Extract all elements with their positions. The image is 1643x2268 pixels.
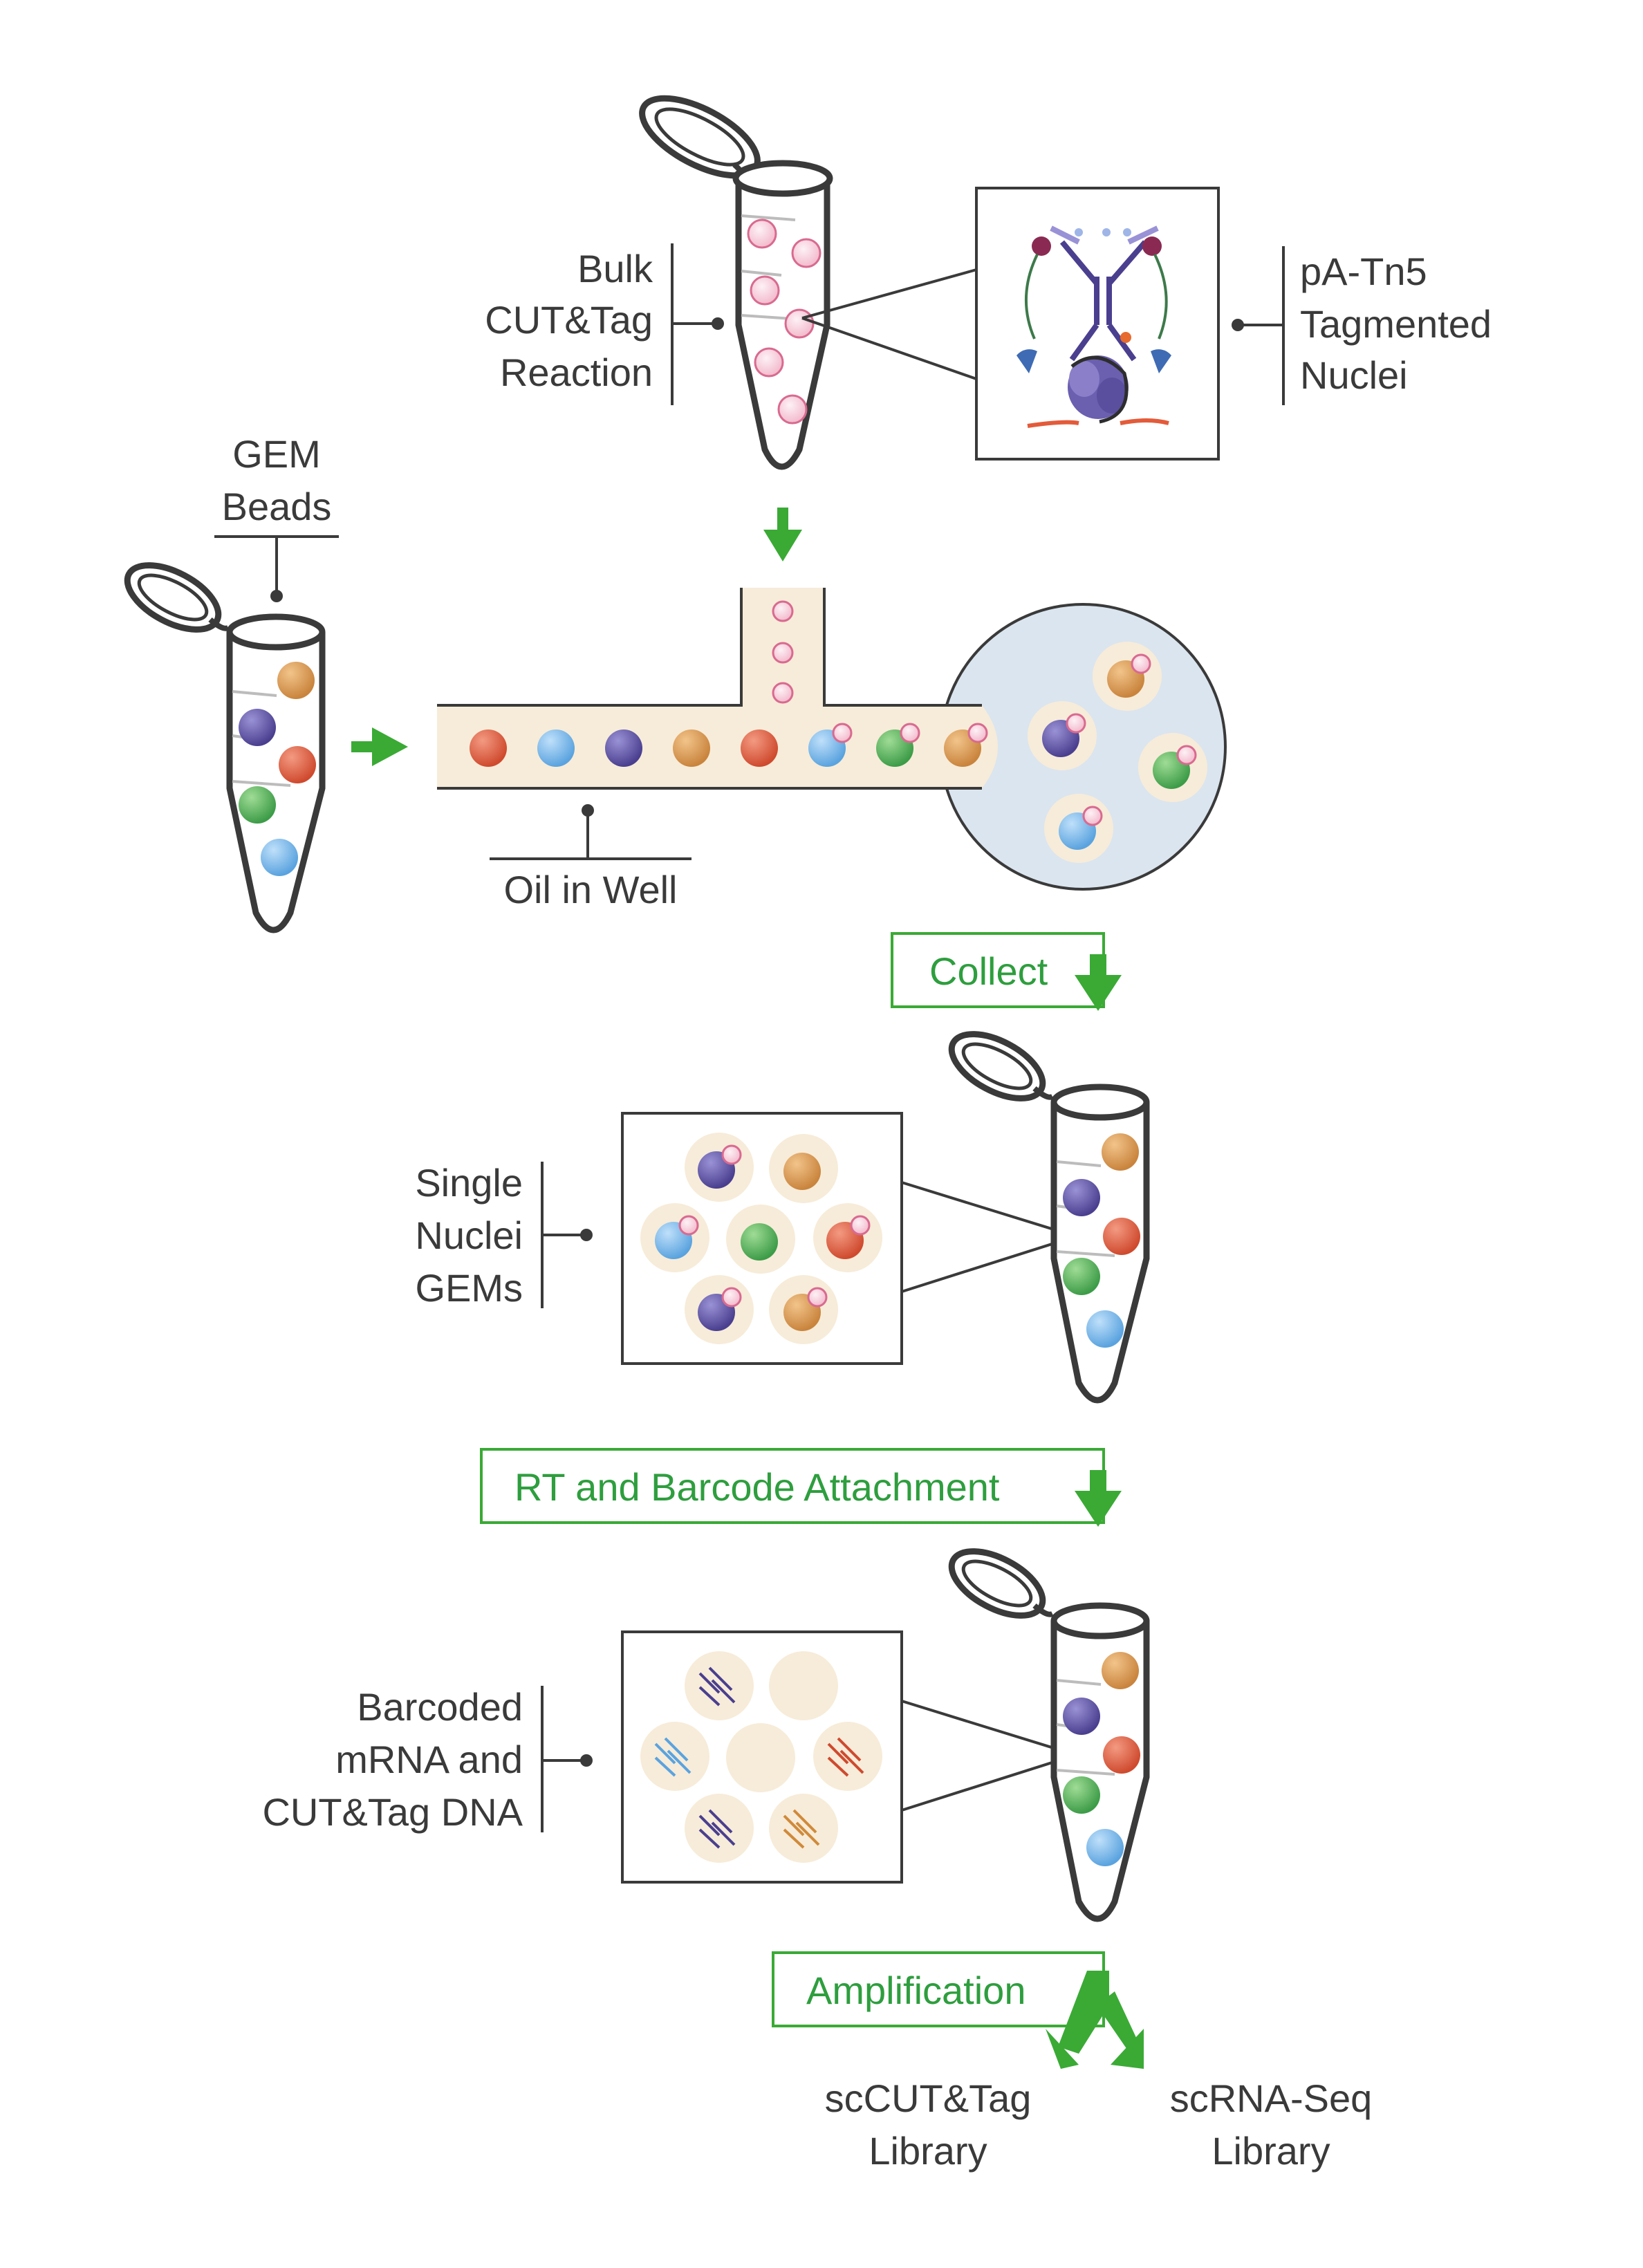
bulk-label-line1: Bulk (577, 247, 653, 290)
sc-rna-line2: Library (1212, 2129, 1330, 2173)
barcoded-label-line2: mRNA and (335, 1738, 523, 1781)
gem-beads-tube (124, 562, 326, 933)
ptn5-label-line2: Tagmented (1300, 302, 1492, 346)
oil-label: Oil in Well (490, 804, 691, 911)
bulk-tube (639, 95, 833, 470)
arrow-icon (351, 727, 408, 766)
single-label: Single Nuclei GEMs (415, 1161, 593, 1310)
ptn5-label-line1: pA-Tn5 (1300, 250, 1427, 293)
sc-cut-label: scCUT&Tag Library (825, 2076, 1032, 2173)
bead-icon (239, 662, 316, 876)
oil-label-text: Oil in Well (503, 868, 677, 911)
single-label-line2: Nuclei (415, 1214, 523, 1257)
barcoded-label: Barcoded mRNA and CUT&Tag DNA (262, 1685, 593, 1834)
gem-label-line1: GEM (232, 432, 321, 476)
sc-rna-line1: scRNA-Seq (1170, 2076, 1373, 2120)
gems-tube (948, 1031, 1150, 1404)
amp-label: Amplification (806, 1969, 1025, 2012)
collect-label: Collect (929, 949, 1048, 993)
single-label-line3: GEMs (415, 1266, 523, 1310)
rt-step: RT and Barcode Attachment (480, 1448, 1122, 1527)
antibody-icon (1025, 225, 1168, 362)
sc-cut-line1: scCUT&Tag (825, 2076, 1032, 2120)
ptn5-label-line3: Nuclei (1300, 353, 1408, 397)
barcoded-label-line3: CUT&Tag DNA (262, 1790, 523, 1834)
bulk-label-line3: Reaction (500, 351, 653, 394)
gem-beads-label: GEM Beads (214, 432, 339, 602)
microfluidic-chip (437, 588, 1227, 891)
sc-rna-label: scRNA-Seq Library (1170, 2076, 1373, 2173)
collect-step: Collect (891, 932, 1122, 1011)
bulk-label-line2: CUT&Tag (485, 298, 653, 342)
barcoded-label-line1: Barcoded (357, 1685, 523, 1729)
ptn5-label: pA-Tn5 Tagmented Nuclei (1232, 246, 1492, 405)
arrow-icon (763, 508, 802, 561)
barcoded-zoom-box (621, 1630, 903, 1884)
bulk-label: Bulk CUT&Tag Reaction (485, 243, 724, 405)
gems-zoom-box (621, 1112, 903, 1365)
single-label-line1: Single (415, 1161, 523, 1205)
ptn5-zoom-box (975, 187, 1220, 461)
sc-cut-line2: Library (869, 2129, 987, 2173)
gem-label-line2: Beads (222, 485, 332, 528)
barcoded-tube (948, 1548, 1150, 1922)
nucleosome-icon (1017, 332, 1171, 428)
rt-label: RT and Barcode Attachment (514, 1465, 1000, 1509)
amp-step: Amplification (772, 1951, 1144, 2069)
